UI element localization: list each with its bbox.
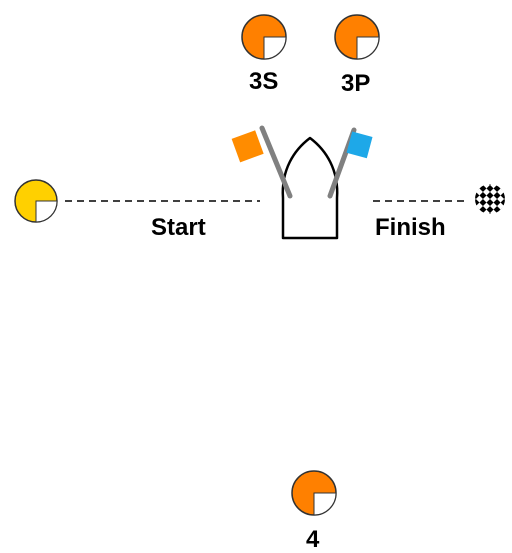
- mark-3s-buoy: [241, 14, 287, 60]
- mark-3s-label: 3S: [249, 68, 279, 95]
- left-flag-pole: [259, 125, 293, 199]
- mark-4-buoy: [291, 470, 337, 516]
- pin-end-buoy: [14, 179, 58, 223]
- right-flag: [346, 131, 373, 159]
- left-flag: [231, 130, 264, 163]
- mark-3p-label: 3P: [341, 70, 371, 97]
- start-line-label: Start: [151, 214, 206, 241]
- mark-3p-buoy: [334, 14, 380, 60]
- boat-hull: [281, 136, 339, 240]
- mark-4-label: 4: [306, 526, 320, 553]
- checkered-flag-icon: [468, 177, 512, 221]
- finish-line-label: Finish: [375, 214, 446, 241]
- committee-boat: [231, 125, 373, 240]
